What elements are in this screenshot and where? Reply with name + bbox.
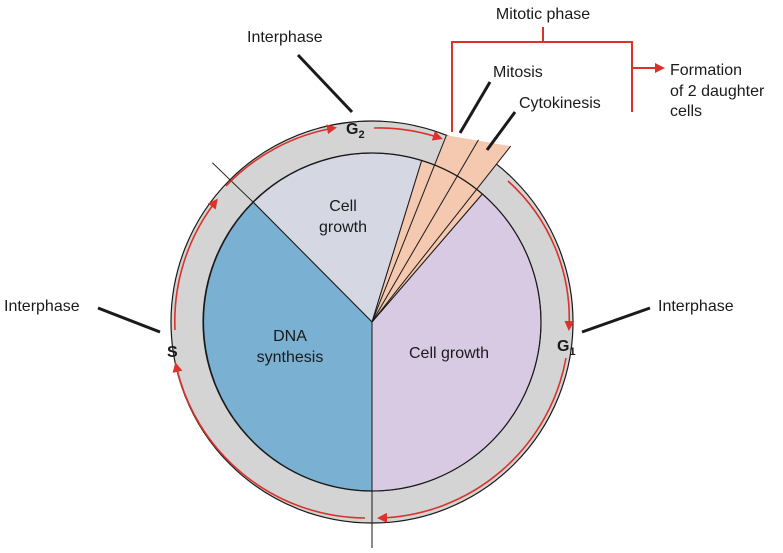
label-g1: G1 bbox=[557, 338, 576, 358]
leader-interphase-right bbox=[581, 306, 651, 334]
label-formation: Formation bbox=[670, 62, 742, 79]
arrow-g2-to-mitosis bbox=[373, 127, 443, 141]
divider-mitosis-left bbox=[371, 135, 447, 323]
label-s: S bbox=[167, 344, 178, 361]
label-interphase-right: Interphase bbox=[658, 298, 734, 315]
leader-interphase-left bbox=[97, 306, 161, 334]
divider-cytokinesis-right bbox=[371, 145, 512, 323]
leader-mitosis bbox=[458, 81, 492, 134]
label-cell-growth-top: Cell bbox=[329, 198, 357, 215]
label-interphase-left: Interphase bbox=[4, 298, 80, 315]
divider-g2-s-outer bbox=[211, 162, 254, 203]
label-mitotic-phase: Mitotic phase bbox=[496, 6, 590, 23]
label-formation-2: of 2 daughter bbox=[670, 83, 765, 100]
arrow-s-bottom bbox=[172, 362, 366, 519]
mitotic-bracket bbox=[451, 41, 633, 132]
label-formation-3: cells bbox=[670, 103, 702, 120]
arrow-g2-upper-left bbox=[225, 124, 337, 187]
label-dna: DNA bbox=[273, 328, 307, 345]
divider-mitosis-cytokinesis bbox=[371, 139, 479, 323]
label-synthesis: synthesis bbox=[257, 349, 324, 366]
arrow-s-to-g2 bbox=[174, 198, 218, 331]
label-cell-growth-right: Cell growth bbox=[409, 345, 489, 362]
label-g2: G2 bbox=[346, 121, 365, 141]
leader-cytokinesis bbox=[485, 111, 517, 151]
label-cell-growth-top-2: growth bbox=[319, 219, 367, 236]
leader-interphase-top bbox=[296, 53, 354, 114]
label-cytokinesis: Cytokinesis bbox=[519, 95, 601, 112]
arrow-mitosis-to-g1 bbox=[507, 180, 575, 331]
label-mitosis: Mitosis bbox=[493, 64, 543, 81]
label-interphase-top: Interphase bbox=[247, 29, 323, 46]
arrow-g1-to-s bbox=[377, 357, 567, 523]
